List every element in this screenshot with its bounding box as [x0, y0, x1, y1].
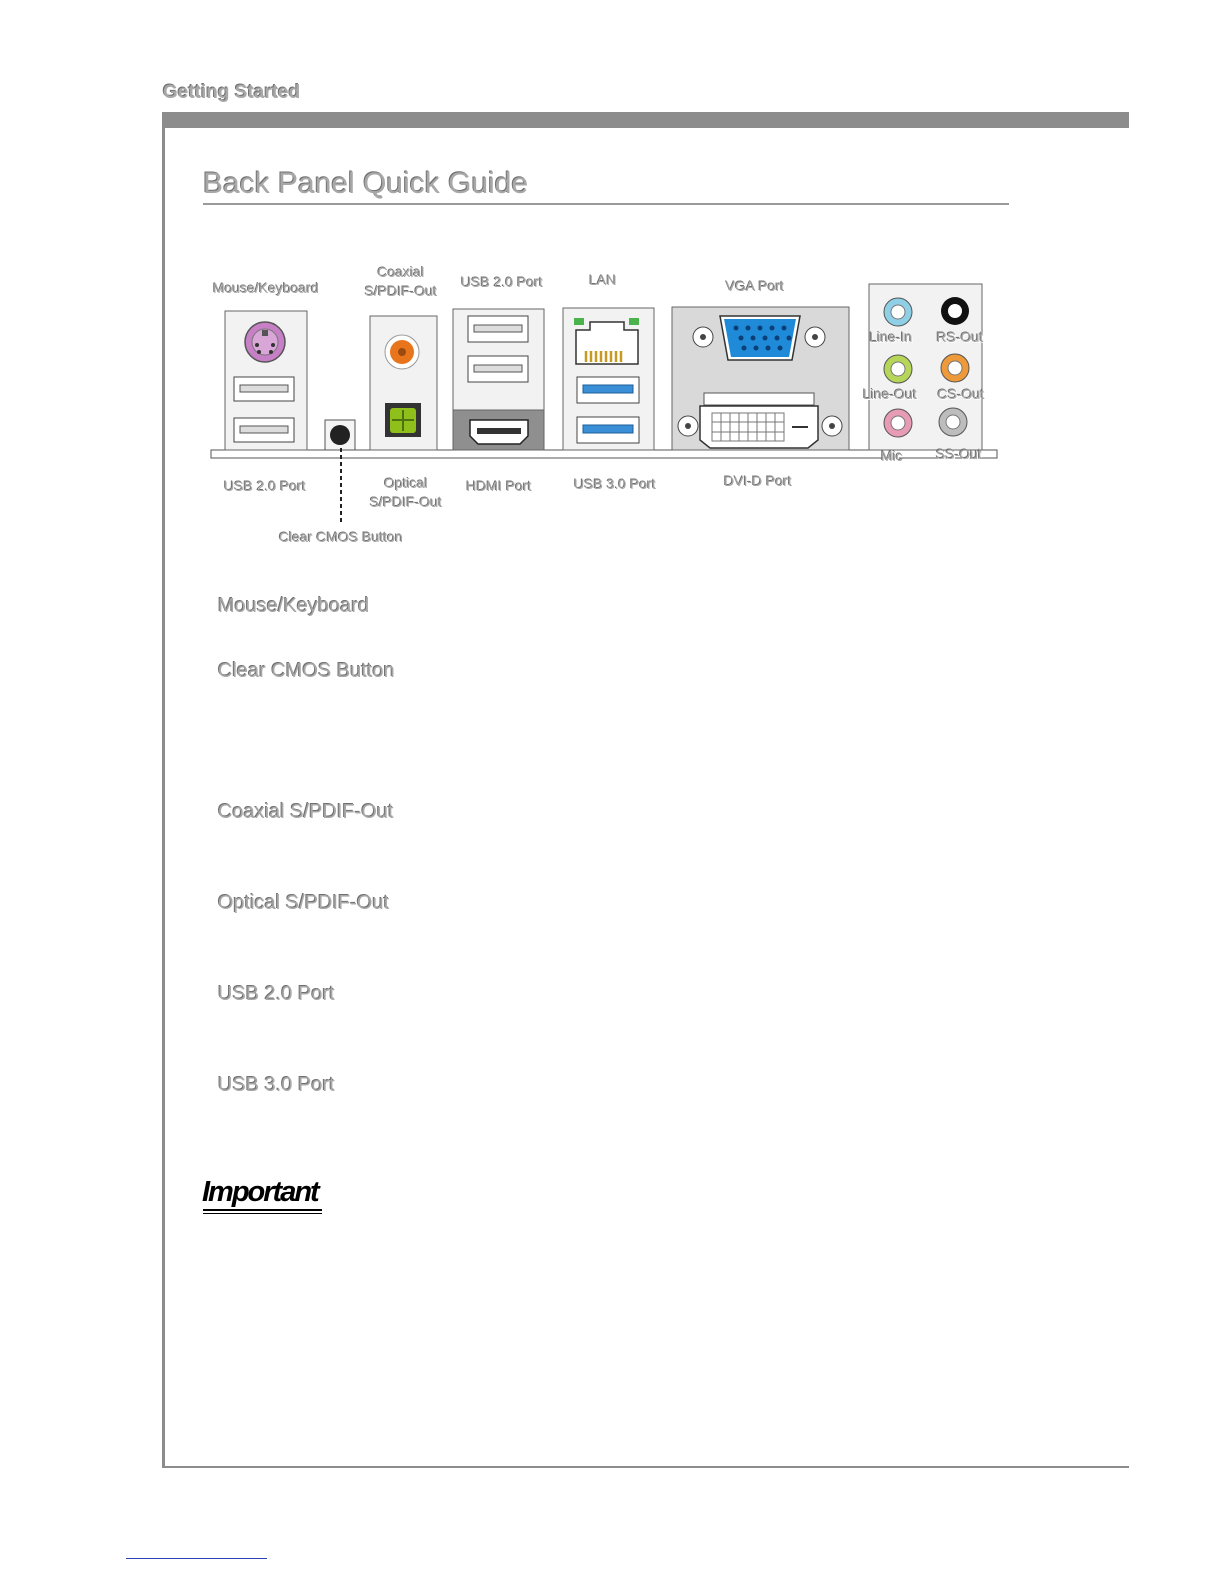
label-usb20-top: USB 2.0 Port [461, 274, 543, 290]
label-optical-line2: S/PDIF-Out [369, 494, 443, 510]
lan-led-right [629, 318, 639, 325]
label-optical-line1: Optical [384, 475, 428, 491]
label-line-out: Line-Out [863, 386, 917, 402]
important-label: Important [202, 1176, 320, 1208]
label-line-in: Line-In [869, 329, 913, 345]
label-coaxial-line2: S/PDIF-Out [364, 283, 438, 299]
label-dvid: DVI-D Port [724, 473, 792, 489]
clear-cmos-button-icon [324, 419, 356, 523]
label-usb20-bottom: USB 2.0 Port [224, 478, 306, 494]
label-mic: Mic [881, 448, 903, 464]
label-ss-out: SS-Out [936, 446, 982, 462]
important-underline-thin [203, 1213, 322, 1214]
label-optical: Optical S/PDIF-Out [360, 474, 452, 512]
section-label: Getting Started [163, 82, 301, 103]
heading-optical-spdif: Optical S/PDIF-Out [218, 892, 390, 914]
heading-mouse-keyboard: Mouse/Keyboard [218, 595, 370, 617]
footer-link-underline[interactable] [126, 1558, 267, 1559]
usb-hdmi-module [452, 308, 545, 451]
label-coaxial-line1: Coaxial [377, 264, 425, 280]
ps2-usb-module [224, 310, 308, 451]
bottom-border [162, 1466, 1129, 1468]
label-lan: LAN [589, 272, 617, 288]
ps2-port-inner [251, 328, 279, 356]
page-title: Back Panel Quick Guide [203, 167, 529, 200]
left-border [162, 112, 165, 1468]
header-bar [163, 112, 1129, 128]
vga-dvi-module [671, 306, 850, 451]
spdif-module [369, 315, 438, 451]
lan-usb30-module [562, 307, 655, 451]
heading-usb30: USB 3.0 Port [218, 1074, 335, 1096]
label-usb30: USB 3.0 Port [574, 476, 656, 492]
important-underline [203, 1209, 322, 1211]
label-cs-out: CS-Out [937, 386, 985, 402]
label-mouse-keyboard: Mouse/Keyboard [213, 280, 319, 296]
audio-module [868, 283, 983, 451]
back-panel-illustration [210, 283, 998, 523]
label-clear-cmos: Clear CMOS Button [279, 529, 403, 545]
lan-led-left [574, 318, 584, 325]
title-underline [203, 203, 1009, 205]
label-vga: VGA Port [725, 278, 785, 294]
label-rs-out: RS-Out [936, 329, 984, 345]
vga-port-icon [724, 319, 796, 357]
label-coaxial: Coaxial S/PDIF-Out [355, 263, 447, 301]
heading-clear-cmos: Clear CMOS Button [218, 660, 395, 682]
heading-coaxial-spdif: Coaxial S/PDIF-Out [218, 801, 394, 823]
label-hdmi: HDMI Port [466, 478, 532, 494]
heading-usb20: USB 2.0 Port [218, 983, 335, 1005]
